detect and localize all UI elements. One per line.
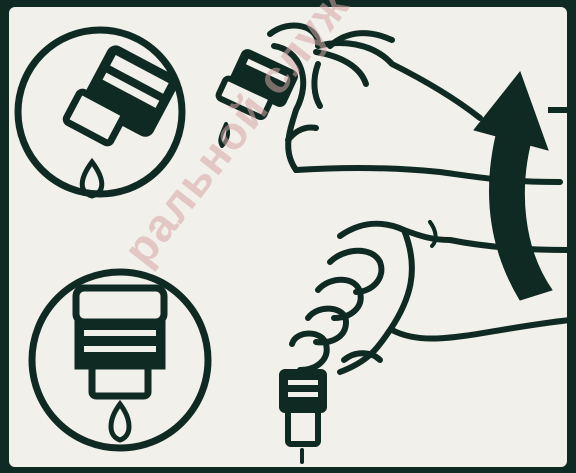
illustration-drawing <box>0 0 576 473</box>
instruction-illustration: ральной служб <box>0 0 576 473</box>
